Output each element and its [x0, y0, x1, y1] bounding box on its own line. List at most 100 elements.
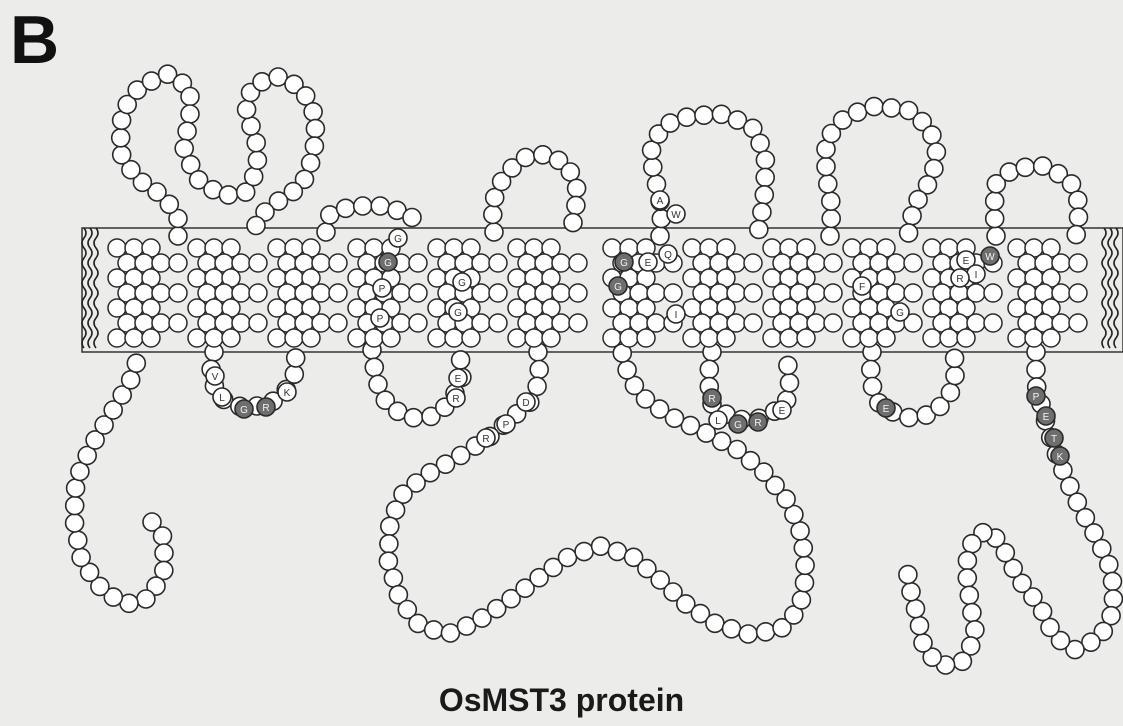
loop-loop-10 — [862, 343, 964, 427]
residue-letter: L — [219, 393, 225, 404]
residue-circle — [644, 158, 662, 176]
residue-letter: G — [384, 258, 392, 269]
residue-circle — [485, 223, 503, 241]
residue-circle — [824, 254, 842, 272]
residue-letter: W — [985, 252, 995, 263]
residue-letter: P — [1033, 392, 1040, 403]
residue-letter: R — [956, 274, 963, 285]
residue-circle — [305, 137, 323, 155]
residue-circle — [112, 129, 130, 147]
residue-circle — [365, 358, 383, 376]
residue-circle — [72, 548, 90, 566]
labeled-residue: T — [1045, 429, 1063, 447]
residue-circle — [1100, 556, 1118, 574]
residue-circle — [489, 314, 507, 332]
residue-circle — [1070, 208, 1088, 226]
residue-circle — [860, 329, 878, 347]
loop-c-terminus — [899, 343, 1123, 674]
loop-loop-11 — [986, 157, 1088, 245]
residue-circle — [489, 254, 507, 272]
residue-circle — [1027, 361, 1045, 379]
residue-circle — [763, 329, 781, 347]
residue-letter: Q — [664, 250, 672, 261]
residue-circle — [122, 371, 140, 389]
residue-circle — [337, 199, 355, 217]
labeled-residue: G — [891, 303, 909, 321]
residue-circle — [678, 108, 696, 126]
residue-circle — [1069, 284, 1087, 302]
residue-circle — [154, 527, 172, 545]
residue-circle — [137, 590, 155, 608]
residue-circle — [1069, 314, 1087, 332]
residue-circle — [169, 314, 187, 332]
residue-circle — [637, 329, 655, 347]
residue-letter: L — [715, 416, 721, 427]
residue-circle — [779, 356, 797, 374]
residue-circle — [530, 361, 548, 379]
helix-12 — [1008, 239, 1087, 347]
residue-circle — [238, 101, 256, 119]
residue-circle — [797, 329, 815, 347]
residue-circle — [821, 227, 839, 245]
residue-circle — [125, 329, 143, 347]
residue-circle — [329, 254, 347, 272]
labeled-residue: V — [206, 367, 224, 385]
loop-loop-7 — [643, 105, 775, 245]
residue-circle — [751, 134, 769, 152]
residue-circle — [462, 329, 480, 347]
residue-circle — [966, 621, 984, 639]
residue-circle — [306, 120, 324, 138]
helix-3 — [268, 239, 347, 347]
residue-letter: G — [458, 278, 466, 289]
transmembrane-helices — [108, 239, 1087, 347]
residue-circle — [986, 210, 1004, 228]
residue-circle — [796, 556, 814, 574]
residue-circle — [900, 409, 918, 427]
residue-circle — [744, 254, 762, 272]
residue-circle — [1069, 191, 1087, 209]
residue-circle — [963, 535, 981, 553]
residue-letter: R — [754, 418, 761, 429]
labeled-residue: A — [651, 191, 669, 209]
residue-letter: W — [671, 210, 681, 221]
residue-circle — [753, 203, 771, 221]
residue-circle — [575, 543, 593, 561]
residue-circle — [1063, 175, 1081, 193]
labeled-residue: R — [951, 269, 969, 287]
labeled-residue: G — [453, 273, 471, 291]
labeled-residue: R — [703, 389, 721, 407]
labeled-residue: D — [517, 393, 535, 411]
residue-circle — [143, 72, 161, 90]
residue-circle — [792, 591, 810, 609]
residue-circle — [1025, 329, 1043, 347]
residue-circle — [865, 98, 883, 116]
residue-letter: K — [1057, 452, 1064, 463]
residue-circle — [348, 329, 366, 347]
loop-loop-1 — [112, 65, 325, 245]
residue-letter: G — [734, 420, 742, 431]
residue-circle — [403, 209, 421, 227]
residue-letter: P — [379, 284, 386, 295]
residue-circle — [904, 284, 922, 302]
residue-circle — [108, 329, 126, 347]
labeled-residue: R — [257, 398, 275, 416]
residue-circle — [987, 227, 1005, 245]
residue-circle — [843, 329, 861, 347]
residue-circle — [441, 624, 459, 642]
residue-circle — [824, 284, 842, 302]
helix-5 — [428, 239, 507, 347]
labeled-residue: E — [773, 401, 791, 419]
residue-circle — [756, 151, 774, 169]
residue-circle — [428, 329, 446, 347]
residue-circle — [181, 88, 199, 106]
labeled-residue: P — [371, 309, 389, 327]
residue-circle — [817, 158, 835, 176]
residue-circle — [963, 604, 981, 622]
residue-circle — [304, 103, 322, 121]
labeled-residue: G — [389, 229, 407, 247]
residue-circle — [561, 163, 579, 181]
residue-circle — [169, 284, 187, 302]
residue-circle — [603, 329, 621, 347]
residue-circle — [958, 552, 976, 570]
residue-circle — [984, 314, 1002, 332]
